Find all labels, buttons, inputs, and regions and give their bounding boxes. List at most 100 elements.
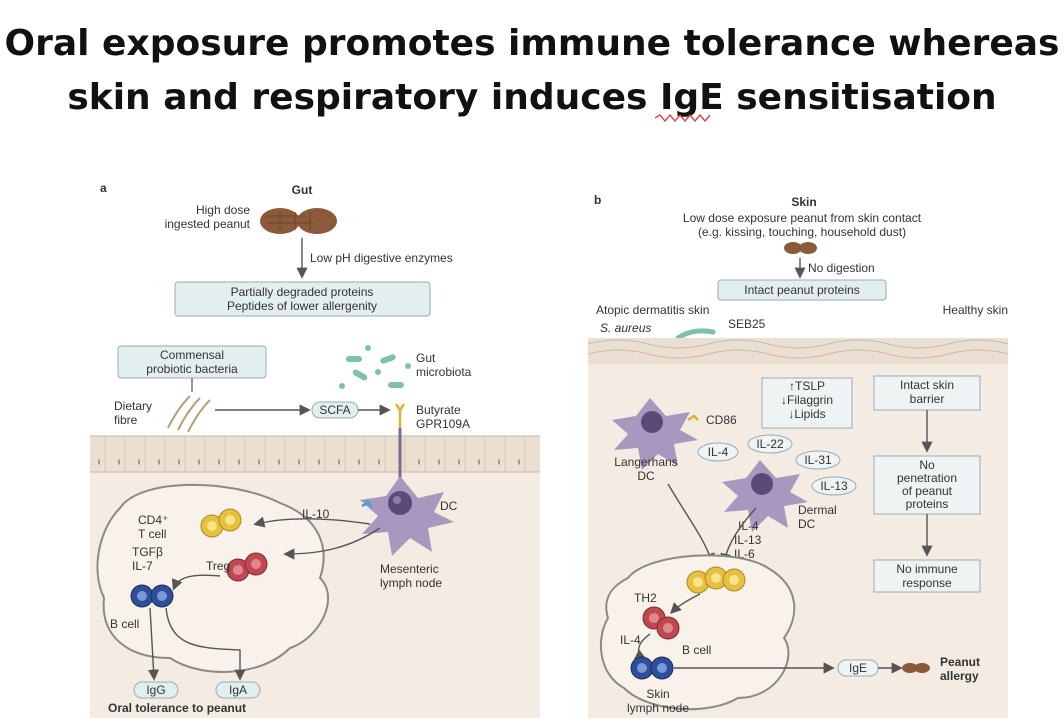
small-peanut-icon xyxy=(784,242,817,254)
cd4-tcell-label-1: CD4⁺ xyxy=(138,513,168,527)
skin-b-cells-icon xyxy=(630,656,674,680)
iga-badge xyxy=(215,681,261,699)
mesenteric-lymph-node xyxy=(96,483,330,673)
ige-label: IgE xyxy=(849,661,867,675)
intact-barrier-label-1: Intact skin xyxy=(900,378,954,392)
no-digestion-label: No digestion xyxy=(808,261,875,275)
filaggrin-label: ↓Filaggrin xyxy=(781,393,833,407)
dc-to-treg-arrow xyxy=(283,527,381,560)
gpr109a-receptor-icon xyxy=(394,403,406,428)
lipids-label: ↓Lipids xyxy=(788,407,825,421)
allergy-peanut-icon xyxy=(902,663,930,673)
il7-label: IL-7 xyxy=(132,559,153,573)
fibre-icon xyxy=(167,395,211,433)
langerhans-dc-icon xyxy=(612,398,698,470)
dermal-dc-icon xyxy=(722,460,808,532)
gut-microbiota-label-2: microbiota xyxy=(416,365,472,379)
panel-b-header: Skin xyxy=(791,195,816,209)
treg-cells-icon xyxy=(226,552,268,582)
dc-label: DC xyxy=(440,499,458,513)
cd86-label: CD86 xyxy=(706,413,737,427)
s-aureus-label: S. aureus xyxy=(600,321,651,335)
high-dose-label-1: High dose xyxy=(196,203,250,217)
enzymes-label: Low pH digestive enzymes xyxy=(310,251,453,265)
skin-exposure-label-2: (e.g. kissing, touching, household dust) xyxy=(698,225,906,239)
slide-title-line-2: skin and respiratory induces IgE sensiti… xyxy=(67,77,997,118)
healthy-skin-label: Healthy skin xyxy=(943,303,1008,317)
peanut-icon xyxy=(260,208,337,234)
atopic-skin-label: Atopic dermatitis skin xyxy=(596,303,709,317)
scfa-label: SCFA xyxy=(319,403,350,417)
commensal-label-2: probiotic bacteria xyxy=(146,362,238,376)
cytokine-il13-label: IL-13 xyxy=(734,533,762,547)
bcell-to-igg-arrow xyxy=(147,607,160,681)
il10-label: IL-10 xyxy=(302,507,330,521)
peanut-allergy-label-1: Peanut xyxy=(940,655,980,669)
seb-label: SEB25 xyxy=(728,317,766,331)
iga-label: IgA xyxy=(229,683,247,697)
no-penetration-label-2: penetration xyxy=(897,471,957,485)
peanut-allergy-label-2: allergy xyxy=(940,669,979,683)
il22-badge xyxy=(747,434,793,454)
dc-to-tcell-arrow xyxy=(253,516,371,528)
igg-badge xyxy=(133,681,179,699)
il13-label: IL-13 xyxy=(820,479,848,493)
dietary-fibre-label-2: fibre xyxy=(114,413,138,427)
skin-exposure-label-1: Low dose exposure peanut from skin conta… xyxy=(683,211,922,225)
il4-lymph-label: IL-4 xyxy=(620,633,641,647)
skin-lymph-node-label-1: Skin xyxy=(646,687,669,701)
degraded-proteins-box xyxy=(174,281,431,317)
th2-precursor-cells-icon xyxy=(686,566,746,594)
cd86-receptor-icon xyxy=(687,414,699,422)
no-penetration-label-1: No xyxy=(919,458,935,472)
butyrate-label: Butyrate xyxy=(416,403,461,417)
degraded-proteins-label-2: Peptides of lower allergenity xyxy=(227,299,377,313)
langerhans-label-1: Langerhans xyxy=(614,455,677,469)
panel-a-letter: a xyxy=(100,181,107,195)
b-cell-label: B cell xyxy=(110,617,139,631)
tgfb-label: TGFβ xyxy=(132,545,163,559)
treg-label: Treg xyxy=(206,559,230,573)
intact-proteins-box xyxy=(717,279,887,301)
intact-proteins-label: Intact peanut proteins xyxy=(744,283,859,297)
dermal-dc-label-2: DC xyxy=(798,517,816,531)
no-penetration-label-3: of peanut xyxy=(902,484,953,498)
mesenteric-label-1: Mesenteric xyxy=(380,562,439,576)
no-immune-label-2: response xyxy=(902,576,952,590)
th2-cells-icon xyxy=(642,606,680,640)
il31-badge xyxy=(795,450,841,470)
no-penetration-box xyxy=(873,455,981,515)
gut-microbiota-label-1: Gut xyxy=(416,351,436,365)
skin-b-cell-label: B cell xyxy=(682,643,711,657)
panel-b-skin-diagram: b Skin Low dose exposure peanut from ski… xyxy=(588,193,1009,718)
langerhans-label-2: DC xyxy=(637,469,655,483)
barrier-defects-box xyxy=(761,377,853,429)
degraded-proteins-label-1: Partially degraded proteins xyxy=(231,285,374,299)
dc-receptor-icon xyxy=(361,499,373,509)
dermal-dc-label-1: Dermal xyxy=(798,503,837,517)
gut-microbiota-icon xyxy=(339,345,411,389)
panel-b-letter: b xyxy=(594,193,601,207)
gpr109a-label: GPR109A xyxy=(416,417,470,431)
no-immune-label-1: No immune xyxy=(896,562,958,576)
cd4-tcell-label-2: T cell xyxy=(138,527,166,541)
b-cells-icon xyxy=(130,584,174,608)
dendritic-cell-icon xyxy=(360,476,454,556)
cd4-t-cells-icon xyxy=(200,508,242,538)
il13-badge xyxy=(811,476,857,496)
il22-label: IL-22 xyxy=(756,437,784,451)
mesenteric-label-2: lymph node xyxy=(380,576,442,590)
treg-to-bcell-arrow xyxy=(171,574,221,591)
to-th2-arrow xyxy=(670,593,701,614)
igg-label: IgG xyxy=(146,683,165,697)
spellcheck-underline xyxy=(655,114,711,122)
slide-title-line-1: Oral exposure promotes immune tolerance … xyxy=(4,23,1060,64)
skin-lymph-node-label-2: lymph node xyxy=(627,701,689,715)
commensal-label-1: Commensal xyxy=(160,348,224,362)
tslp-label: ↑TSLP xyxy=(789,379,825,393)
dietary-fibre-label-1: Dietary xyxy=(114,399,152,413)
intact-barrier-label-2: barrier xyxy=(910,392,945,406)
no-immune-response-box xyxy=(873,559,981,593)
il4-badge xyxy=(697,442,739,462)
th2-label: TH2 xyxy=(634,591,657,605)
